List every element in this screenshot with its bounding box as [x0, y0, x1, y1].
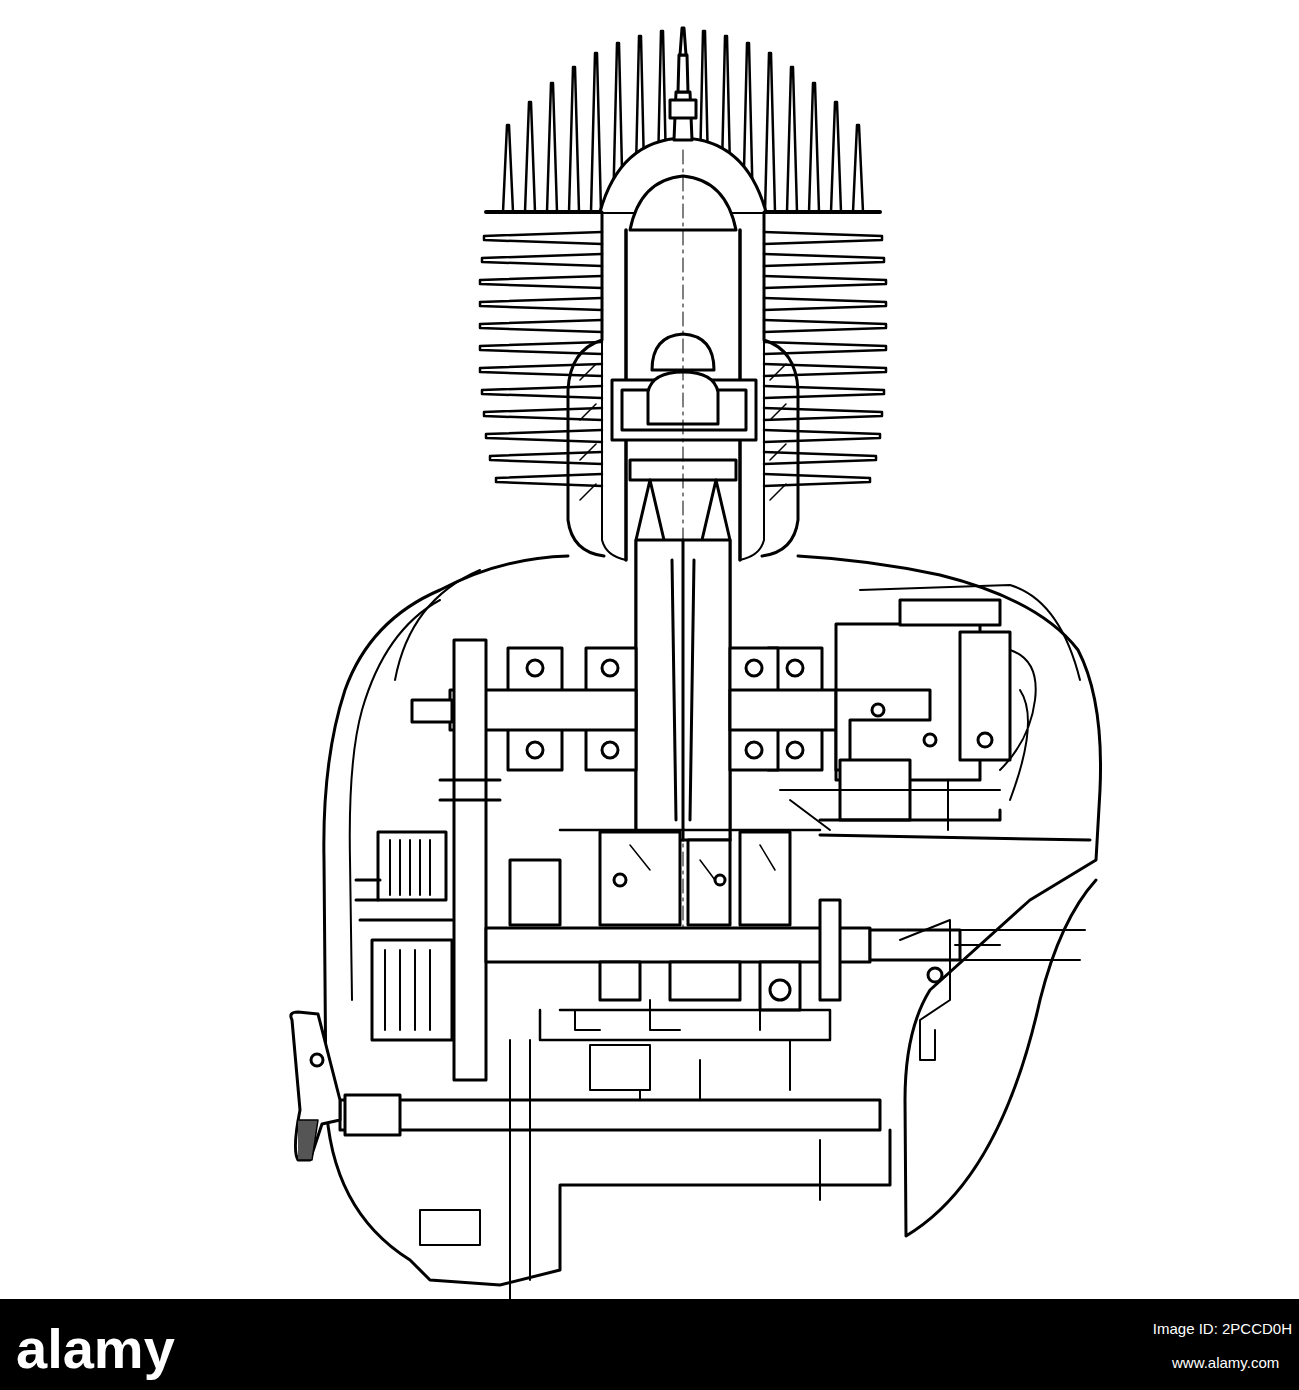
watermark-id: Image ID: 2PCCD0H: [1153, 1321, 1292, 1338]
barrel-fins: [480, 232, 602, 486]
connecting-rod: [636, 480, 730, 840]
watermark-logo: alamy: [16, 1318, 175, 1380]
clutch: [372, 832, 452, 1040]
magneto: [836, 600, 1010, 820]
watermark-bar: [0, 1299, 1299, 1390]
kickstart: [291, 1012, 880, 1160]
piston: [612, 334, 756, 480]
spark-plug: [670, 28, 696, 140]
watermark-url: www.alamy.com: [1172, 1355, 1279, 1372]
gearbox: [486, 832, 960, 1010]
